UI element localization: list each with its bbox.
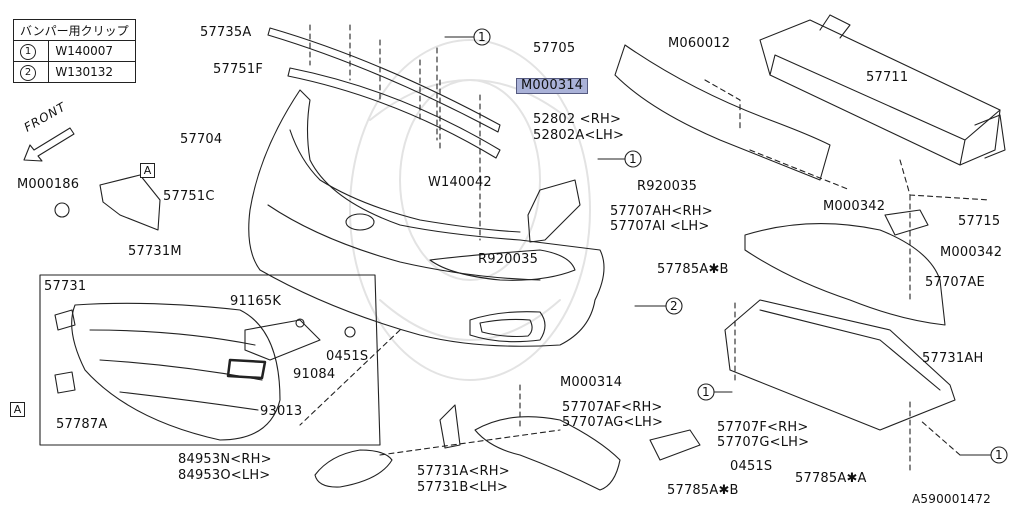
part-label[interactable]: 52802A<LH> [533,128,625,143]
part-label[interactable]: 57707AG<LH> [562,415,664,430]
part-label[interactable]: 57707AI <LH> [610,219,710,234]
part-label[interactable]: 57715 [958,214,1001,229]
part-label[interactable]: 57731B<LH> [417,480,509,495]
part-label[interactable]: 57707AE [925,275,985,290]
clip-table-row: 2 W130132 [12,61,136,83]
part-57751F [287,67,501,159]
clip-part-number: W130132 [48,61,136,83]
part-57731AH [724,299,956,431]
part-label[interactable]: R920035 [478,252,539,267]
part-label[interactable]: 57707AF<RH> [562,400,663,415]
part-label[interactable]: 57707F<RH> [717,420,809,435]
callout-mark: 1 [629,152,637,166]
clip-table-row: 1 W140007 [12,40,136,62]
clip-part-number: W140007 [48,40,136,62]
part-57711 [759,14,1006,166]
callout-mark: 1 [702,385,710,399]
circle-mark: 2 [20,64,36,81]
part-label[interactable]: 57731AH [922,351,984,366]
diagram-id: A590001472 [912,492,991,506]
part-label[interactable]: 57785A✱A [795,471,867,486]
part-label[interactable]: 91165K [230,294,282,309]
part-52802 [527,179,581,243]
part-label[interactable]: 57751C [163,189,215,204]
part-label[interactable]: 0451S [730,459,773,474]
part-label[interactable]: W140042 [428,175,492,190]
leader-dashes-right [704,79,991,301]
callout-mark: 1 [478,30,486,44]
front-arrow [23,127,75,162]
undercover-ridge [759,309,941,391]
part-label[interactable]: 57787A [56,417,108,432]
leader-dashes-lower [299,299,961,471]
part-57707AE [744,223,946,326]
part-label[interactable]: 57707AH<RH> [610,204,713,219]
bolt-M000186 [54,202,70,218]
part-label[interactable]: M060012 [668,36,731,51]
watermark [349,39,591,381]
part-84953N [314,449,393,488]
part-label[interactable]: 57707G<LH> [717,435,810,450]
part-57707F [649,429,701,461]
callout-mark: 1 [995,448,1003,462]
marker-a: A [10,402,25,417]
part-emblem-group [226,318,356,380]
part-57707AF [474,416,621,491]
part-label-highlighted[interactable]: M000314 [516,78,589,94]
clip-table-title: バンパー用クリップ [13,19,136,41]
part-label[interactable]: 84953N<RH> [178,452,272,467]
leader-dashes-top [309,24,481,241]
part-label[interactable]: 57711 [866,70,909,85]
part-57705 [614,44,831,181]
part-label[interactable]: 57705 [533,41,576,56]
part-57731A [439,404,461,449]
part-label[interactable]: 57704 [180,132,223,147]
part-label[interactable]: 57751F [213,62,264,77]
part-label[interactable]: 57731M [128,244,182,259]
clip-table: バンパー用クリップ 1 W140007 2 W130132 [12,19,136,83]
marker-a: A [140,163,155,178]
part-57751C [99,174,161,231]
part-label[interactable]: R920035 [637,179,698,194]
part-label[interactable]: 0451S [326,349,369,364]
part-label[interactable]: M000342 [940,245,1003,260]
part-label[interactable]: 93013 [260,404,303,419]
part-label[interactable]: M000186 [17,177,80,192]
callout-mark: 2 [670,299,678,313]
circle-mark: 1 [20,43,36,60]
part-label[interactable]: 84953O<LH> [178,468,271,483]
part-label[interactable]: 57785A✱B [657,262,729,277]
part-57735A [267,27,501,133]
part-label[interactable]: M000342 [823,199,886,214]
part-label[interactable]: 91084 [293,367,336,382]
part-label[interactable]: M000314 [560,375,623,390]
callout-circles [444,28,1008,464]
part-label[interactable]: 57731 [44,279,87,294]
part-label[interactable]: 57785A✱B [667,483,739,498]
part-57715 [884,209,929,236]
part-label[interactable]: 52802 <RH> [533,112,622,127]
part-label[interactable]: 57735A [200,25,252,40]
part-label[interactable]: 57731A<RH> [417,464,510,479]
part-57704-bumper [248,89,605,347]
